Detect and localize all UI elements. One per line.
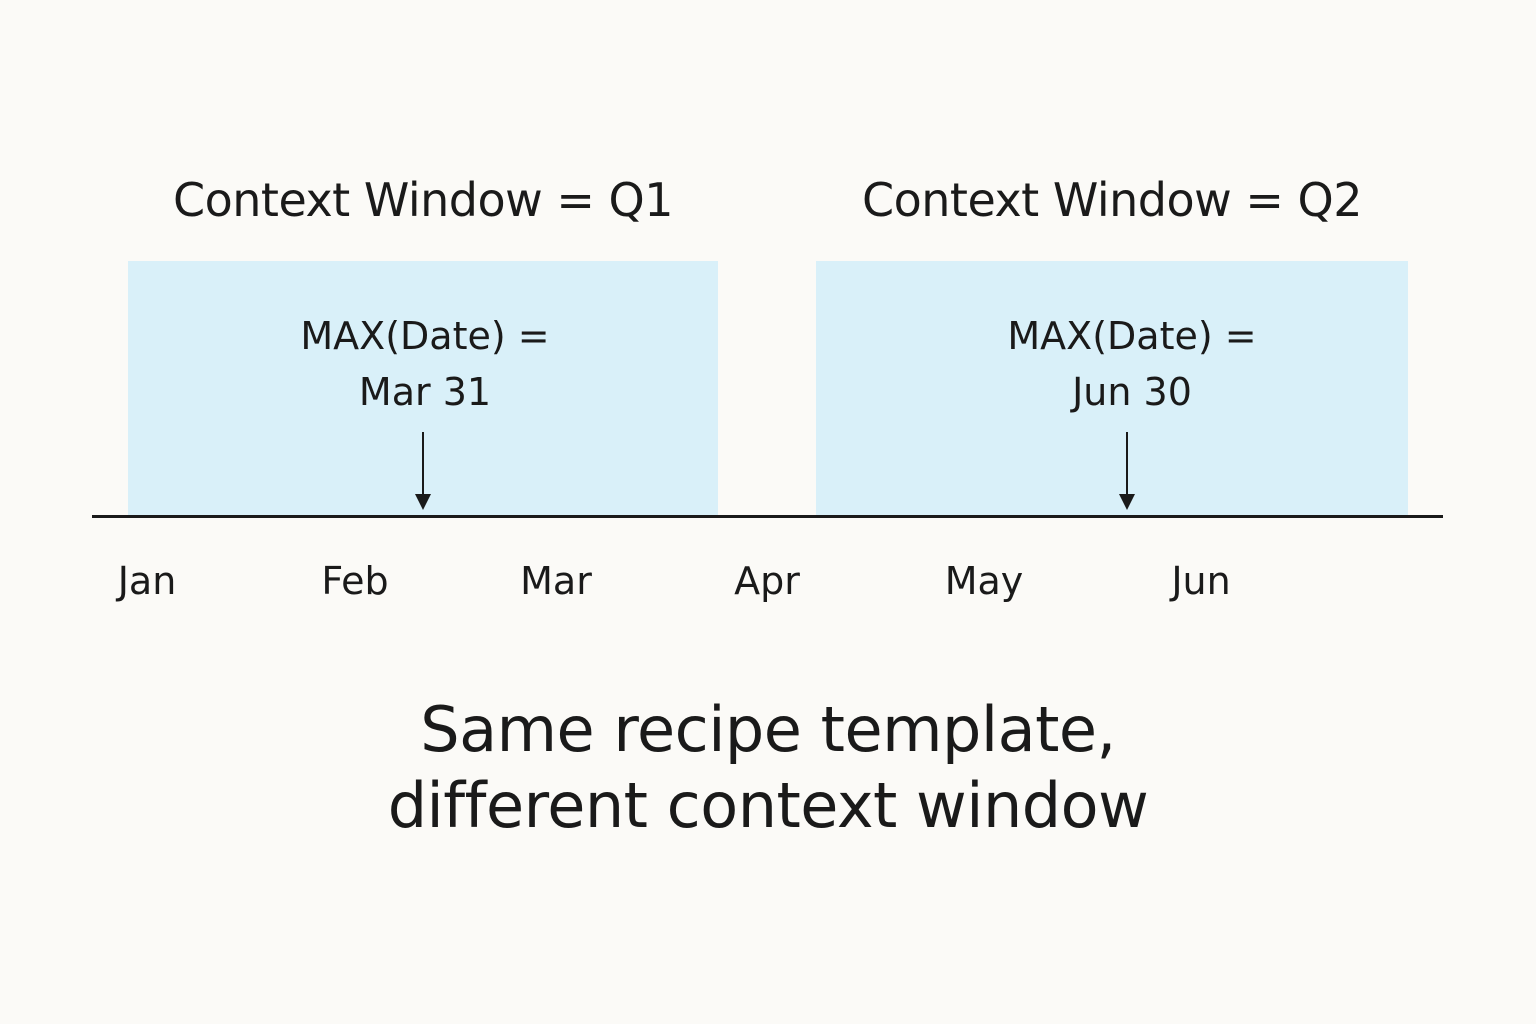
month-label-jan: Jan [117,559,177,603]
window-title-q2: Context Window = Q2 [862,173,1362,227]
arrow-down-icon [415,494,431,510]
month-label-jun: Jun [1171,559,1231,603]
caption-line-1: Same recipe template, [420,693,1116,766]
diagram-caption: Same recipe template, different context … [268,692,1268,844]
max-date-annotation-q2: MAX(Date) = Jun 30 [952,308,1312,420]
month-label-feb: Feb [321,559,389,603]
timeline-axis [92,515,1443,518]
max-date-value: Jun 30 [1072,370,1192,414]
month-label-may: May [944,559,1024,603]
caption-line-2: different context window [387,769,1149,842]
max-date-value: Mar 31 [358,370,492,414]
max-date-label: MAX(Date) = [1007,314,1257,358]
arrow-down-icon [1119,494,1135,510]
month-label-apr: Apr [734,559,800,603]
arrow-down-icon-q2-shaft [1126,432,1128,498]
window-title-q1: Context Window = Q1 [173,173,673,227]
max-date-label: MAX(Date) = [300,314,550,358]
context-window-q2 [816,261,1408,516]
arrow-down-icon-q1-shaft [422,432,424,498]
month-label-mar: Mar [520,559,592,603]
max-date-annotation-q1: MAX(Date) = Mar 31 [245,308,605,420]
